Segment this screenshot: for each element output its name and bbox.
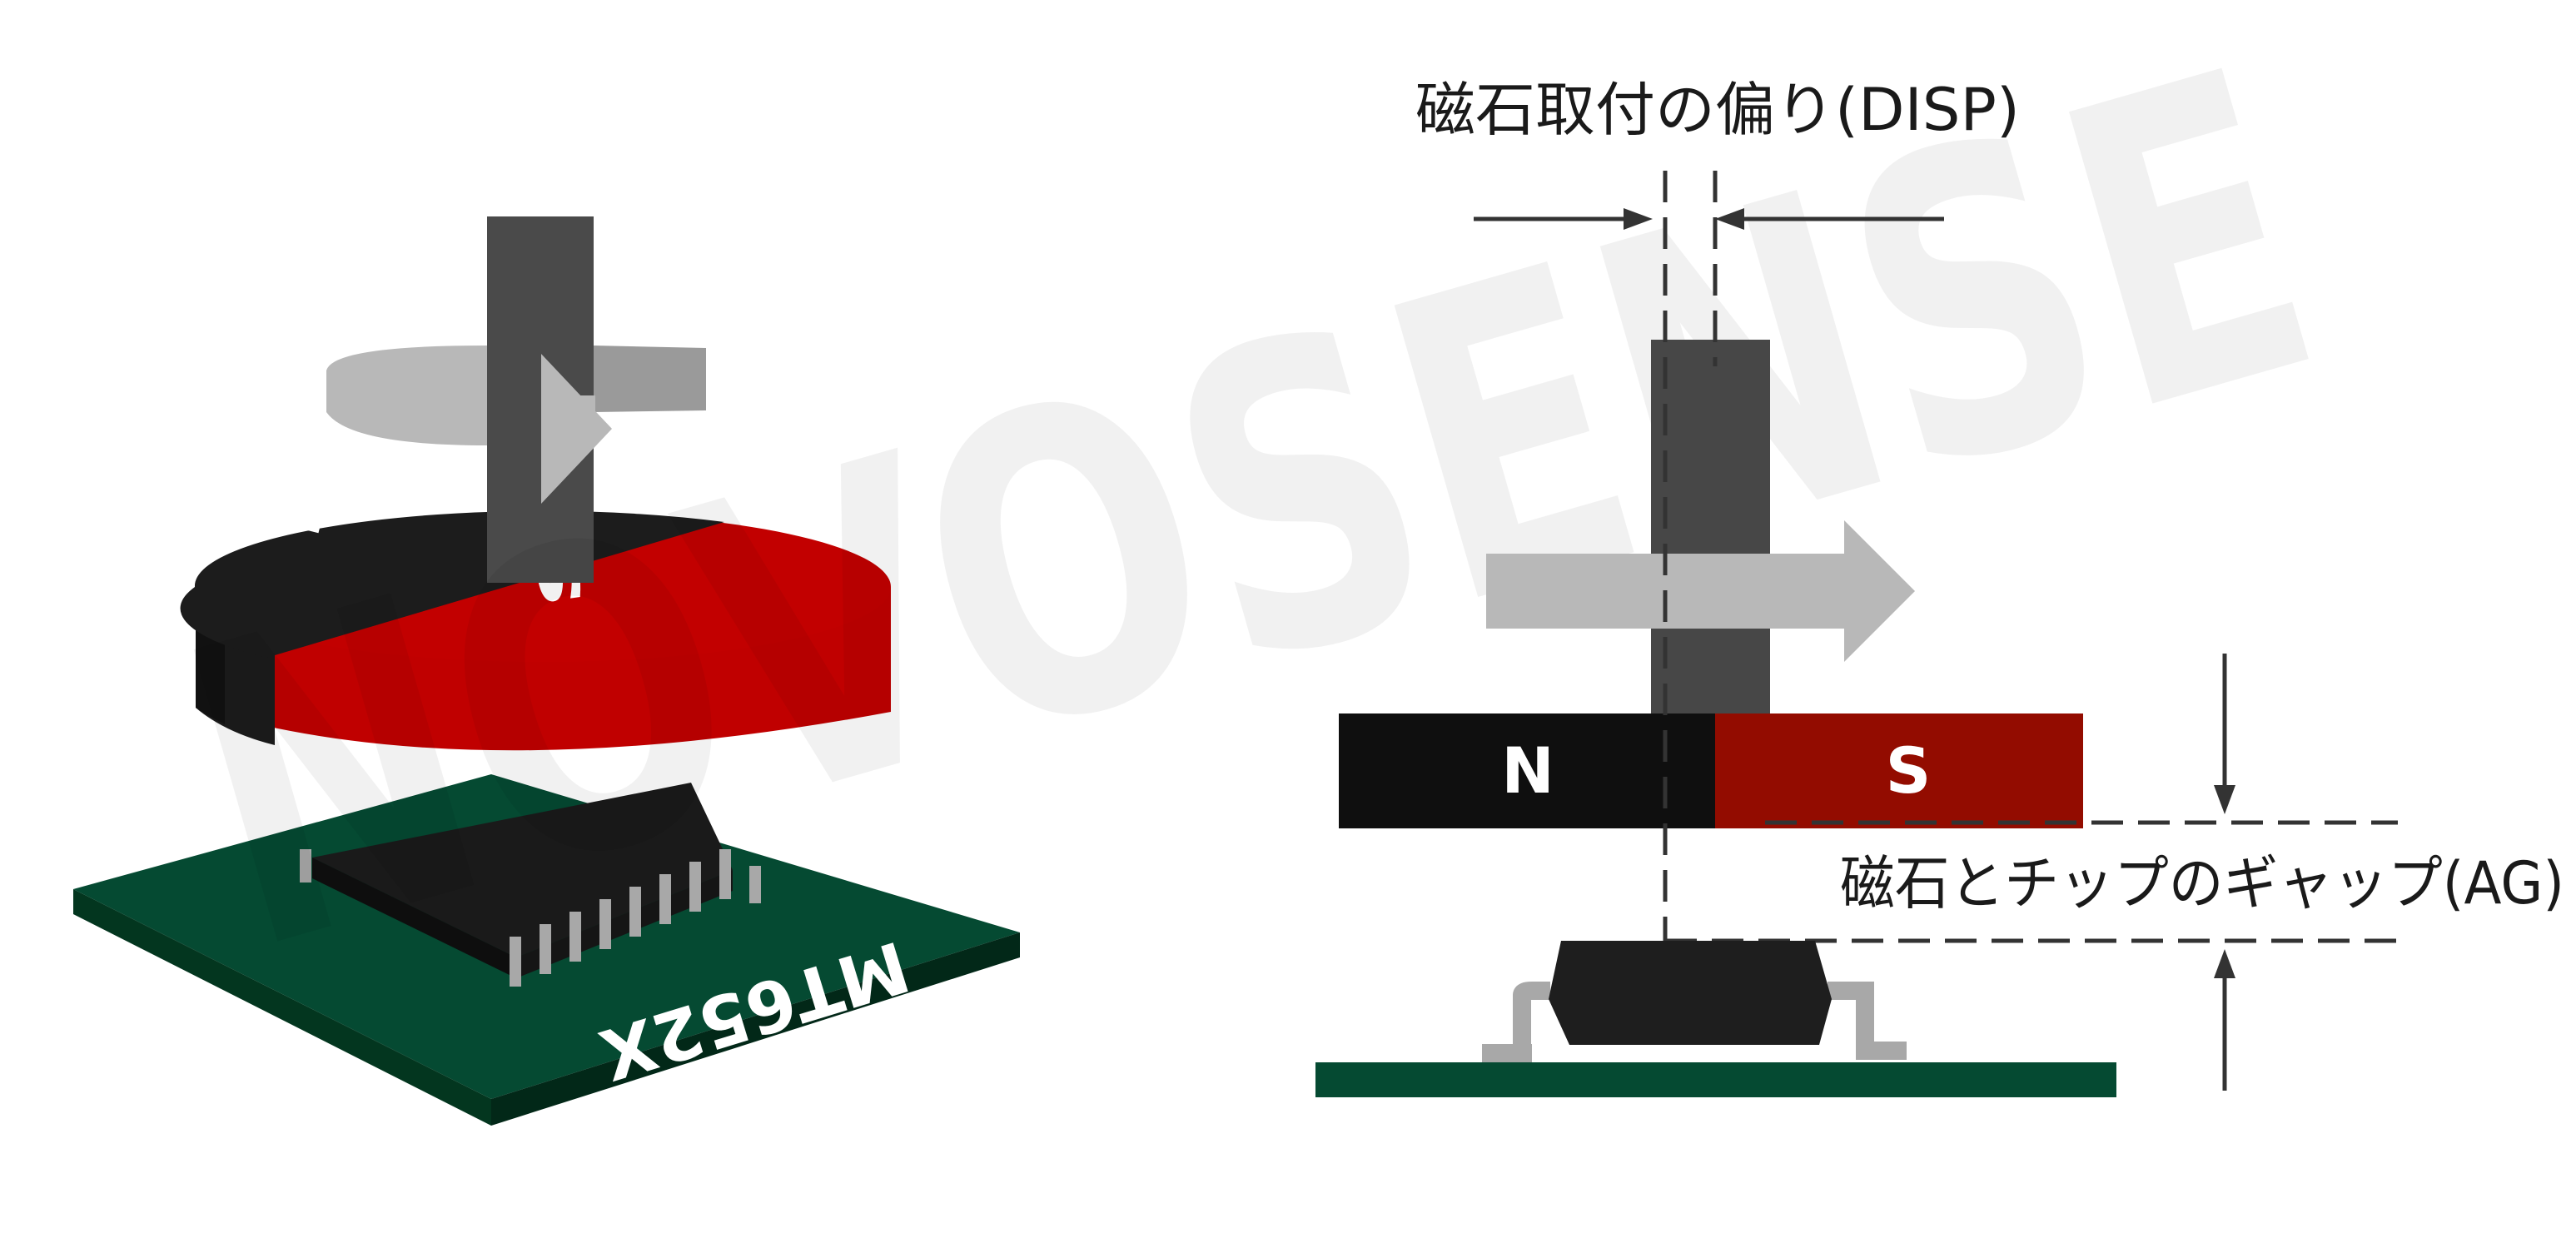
pcb-board-side [1315,1062,2116,1097]
dimension-arrow-icon [1474,208,1944,230]
chip-leads-3d [300,849,761,987]
shaft-side [1651,340,1770,716]
magnet-north-label: N [1501,733,1554,808]
magnet-south-label: S [1886,733,1932,808]
ag-label: 磁石とチップのギャップ(AG) [1840,849,2564,917]
disp-label: 磁石取付の偏り(DISP) [1415,76,2020,144]
magnet-bar-side: N S [1339,713,2083,828]
chip-package-side [1482,941,1907,1062]
dimension-arrow-icon [2214,654,2235,1091]
rotation-arrow-icon [326,346,706,504]
left-3d-view: MT652X N S [73,216,1020,1126]
right-side-view: 磁石取付の偏り(DISP) N S 磁 [1315,76,2564,1097]
